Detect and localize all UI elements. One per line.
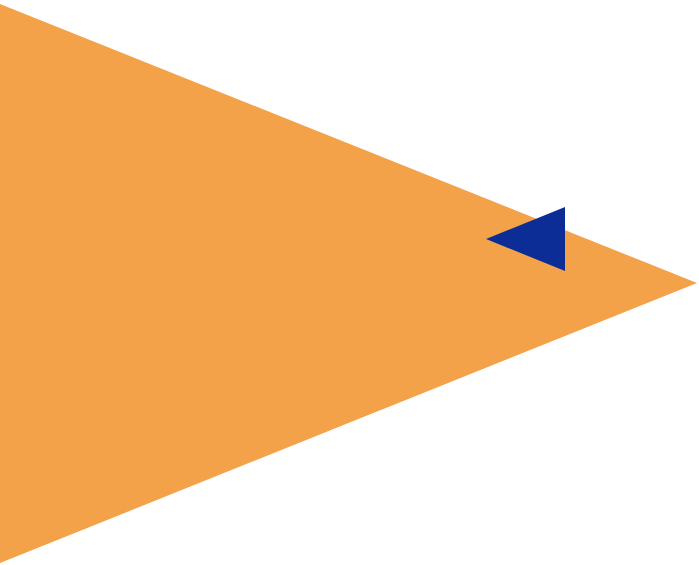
small-blue-triangle [486,207,565,271]
large-orange-triangle [0,4,697,563]
